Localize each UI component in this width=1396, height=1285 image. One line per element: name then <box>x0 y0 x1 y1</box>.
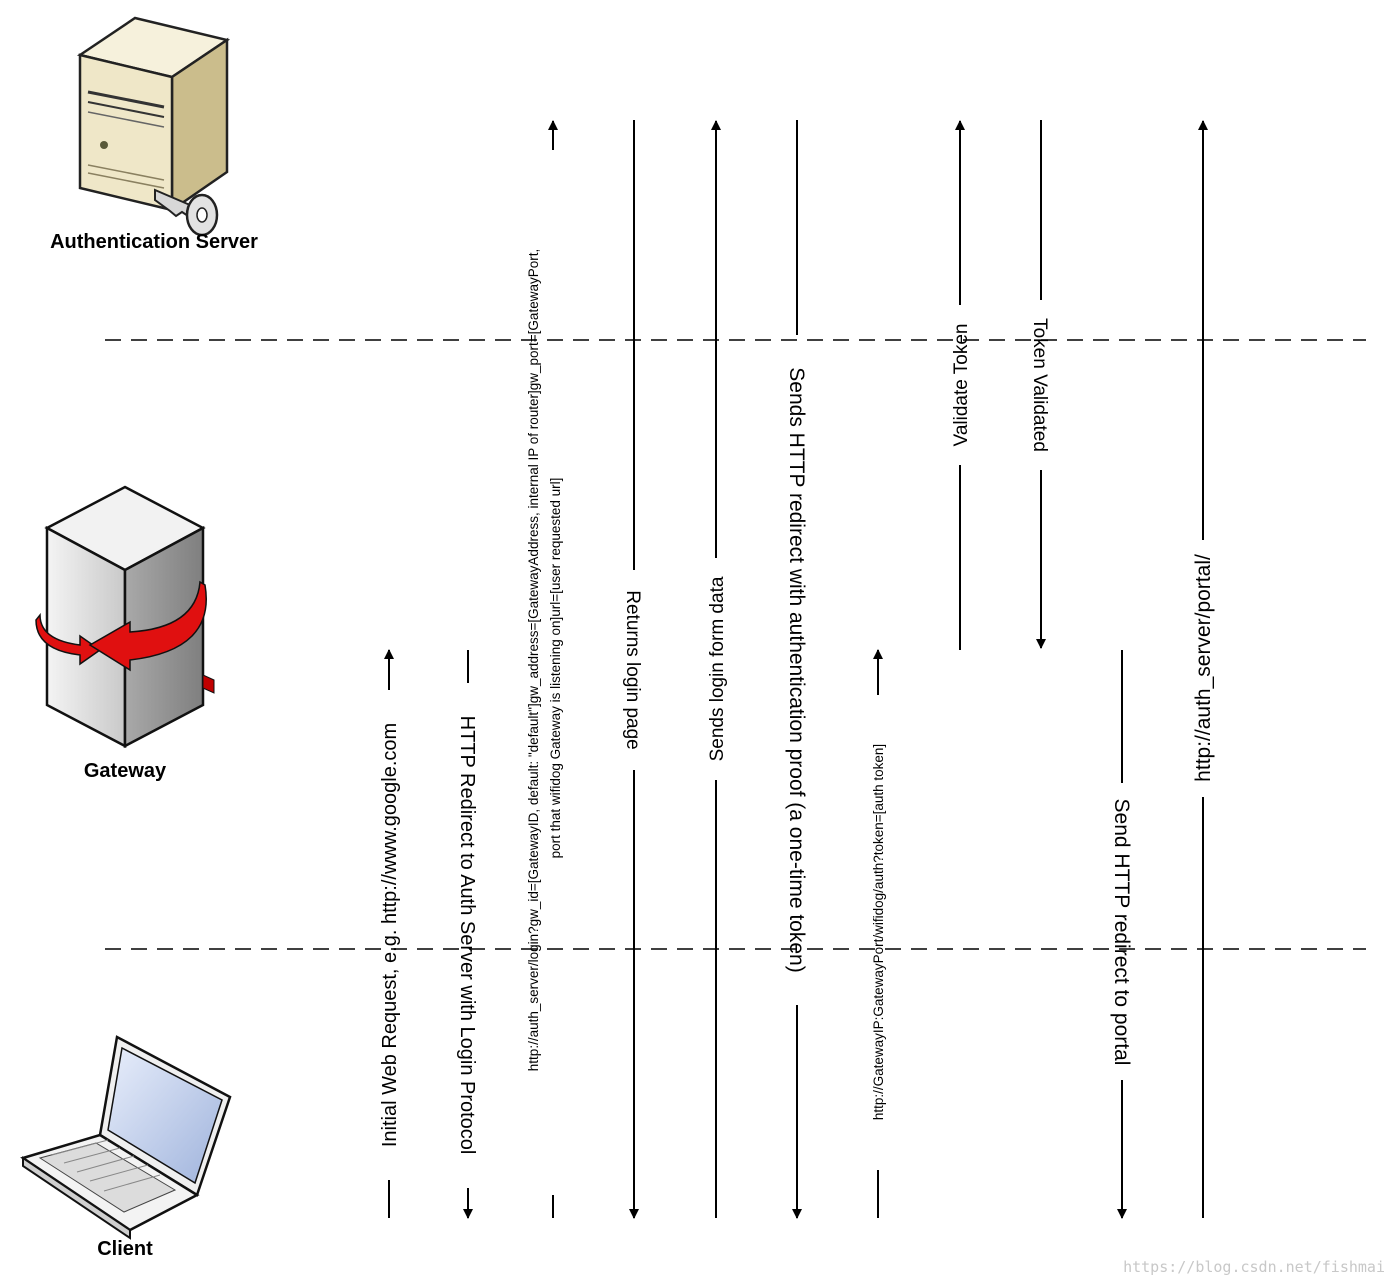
msg-http-redirect-auth-server: HTTP Redirect to Auth Server with Login … <box>456 716 478 1155</box>
watermark: https://blog.csdn.net/fishmai <box>1123 1258 1385 1276</box>
authentication-server-label: Authentication Server <box>50 231 258 253</box>
zone-dividers <box>105 339 1366 950</box>
msg-token-validated: Token Validated <box>1029 318 1050 452</box>
msg-login-url-line-1: http://auth_server/login?gw_id=[GatewayI… <box>526 249 541 1071</box>
msg-validate-token: Validate Token <box>951 324 972 447</box>
client-label: Client <box>97 1238 153 1260</box>
key-icon <box>154 188 219 237</box>
msg-initial-web-request: Initial Web Request, e.g. http://www.goo… <box>379 723 401 1147</box>
msg-gateway-auth-url: http://GatewayIP:GatewayPort/wifidog/aut… <box>871 744 886 1120</box>
gateway-icon <box>35 485 215 749</box>
gateway-label: Gateway <box>84 760 167 782</box>
msg-returns-login-page: Returns login page <box>622 590 643 750</box>
msg-send-http-redirect-portal: Send HTTP redirect to portal <box>1110 799 1133 1066</box>
msg-portal-url: http://auth_server/portal/ <box>1192 554 1215 782</box>
authentication-server-icon <box>76 16 231 237</box>
client-laptop-icon <box>20 1035 232 1240</box>
msg-sends-login-form-data: Sends login form data <box>707 576 728 761</box>
msg-sends-http-redirect-auth-proof: Sends HTTP redirect with authentication … <box>785 367 808 972</box>
msg-login-url-line-2: port that wifidog Gateway is listening o… <box>548 478 563 859</box>
